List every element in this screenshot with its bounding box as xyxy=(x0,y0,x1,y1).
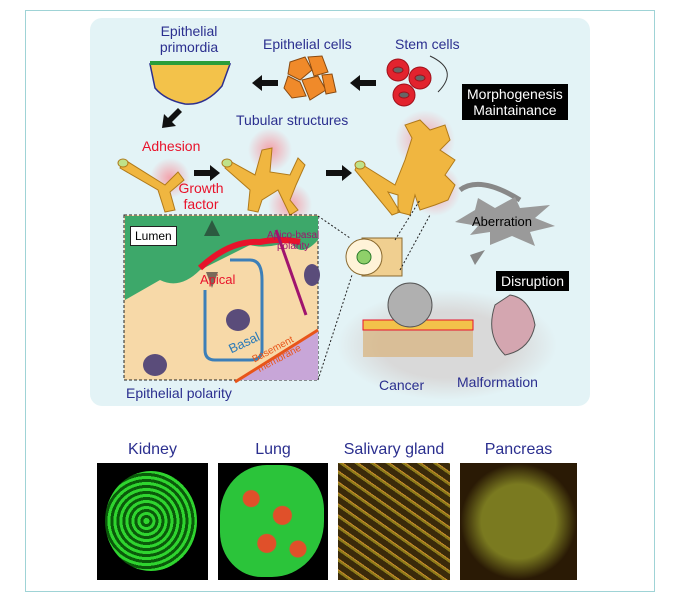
label-lumen: Lumen xyxy=(130,226,177,246)
arrow-right-icon xyxy=(326,165,352,181)
salivary-gland-micrograph xyxy=(338,463,450,580)
stem-cells-icon xyxy=(386,58,432,107)
label-salivary-gland: Salivary gland xyxy=(343,441,445,458)
aberration-arrow-icon xyxy=(458,181,522,203)
pancreas-micrograph xyxy=(460,463,577,580)
arrow-down-icon xyxy=(206,272,218,288)
primordia-apical-layer xyxy=(150,61,230,65)
label-apical: Apical xyxy=(200,272,236,287)
epithelial-cells-icon xyxy=(283,55,337,101)
arrow-up-icon xyxy=(204,220,220,236)
label-disruption: Disruption xyxy=(496,271,570,291)
flow-arrows xyxy=(162,75,376,181)
polarity-arrow-icon xyxy=(274,229,308,316)
label-adhesion: Adhesion xyxy=(142,138,201,154)
label-pancreas: Pancreas xyxy=(484,441,553,458)
label-aberration: Aberration xyxy=(472,214,532,229)
self-renewal-arrow xyxy=(429,55,448,93)
complex-branched-tube-icon xyxy=(354,119,456,216)
lung-micrograph xyxy=(218,463,328,580)
zoom-dashed-lines xyxy=(317,199,431,381)
arrow-right-icon xyxy=(194,165,220,181)
arrow-left-icon xyxy=(350,75,376,91)
label-kidney: Kidney xyxy=(128,441,177,458)
kidney-micrograph xyxy=(97,463,208,580)
label-tubular-structures: Tubular structures xyxy=(236,112,349,128)
label-epithelial-polarity: Epithelial polarity xyxy=(126,385,232,401)
figure-frame xyxy=(25,10,655,592)
primordia-sheet xyxy=(149,63,232,105)
label-epithelial-cells: Epithelial cells xyxy=(263,36,352,52)
arrow-left-icon xyxy=(252,75,278,91)
label-cancer: Cancer xyxy=(379,377,425,393)
aberration-burst-icon xyxy=(455,197,555,246)
label-lung: Lung xyxy=(255,441,291,458)
label-stem-cells: Stem cells xyxy=(395,36,460,52)
arrow-down-left-icon xyxy=(162,108,182,128)
branched-tube-icon xyxy=(221,147,306,216)
tube-icon xyxy=(117,158,185,213)
label-malformation: Malformation xyxy=(457,374,538,390)
malformation-icon xyxy=(491,294,536,356)
cancer-cells-icon xyxy=(387,282,433,328)
